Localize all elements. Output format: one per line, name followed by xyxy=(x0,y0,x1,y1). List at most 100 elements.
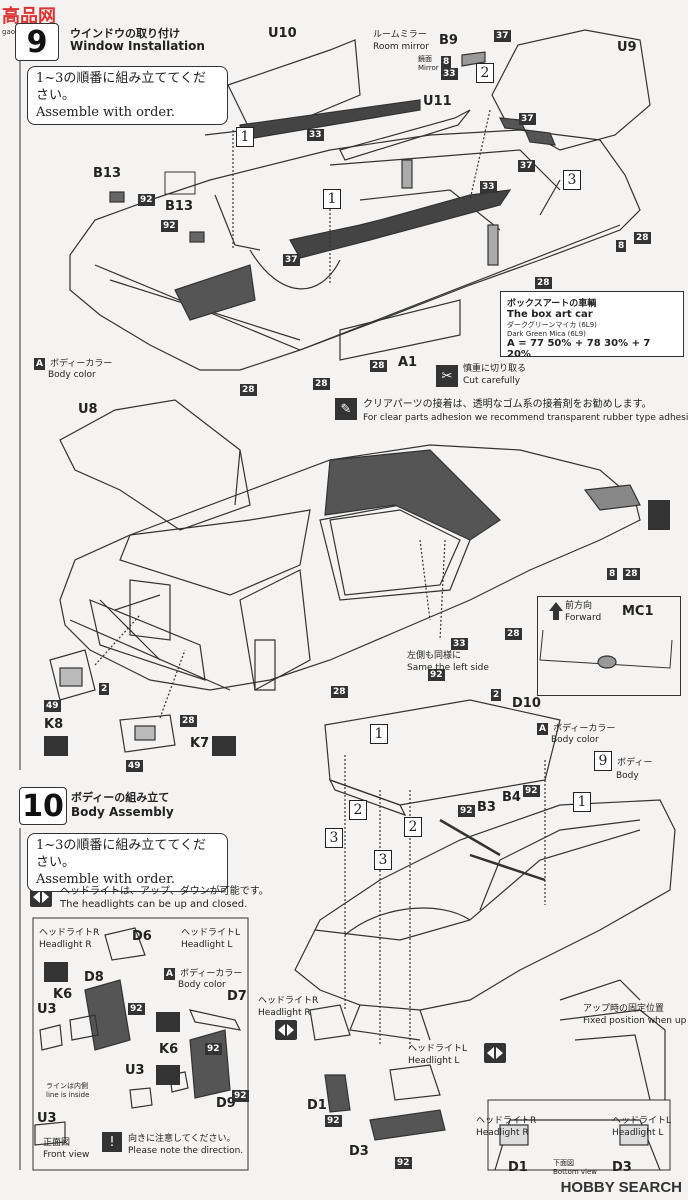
order-step10-3a: 3 xyxy=(325,828,343,848)
part-k8: K8 xyxy=(44,717,64,732)
fixed-pos-en: Fixed position when up xyxy=(583,1016,687,1026)
part-b4: B4 xyxy=(502,790,521,805)
tag: 33 xyxy=(307,129,324,141)
step9-trim xyxy=(239,99,421,141)
part-u3-b: U3 xyxy=(125,1063,145,1078)
tag: 92 xyxy=(458,805,475,817)
part-b3: B3 xyxy=(477,800,496,815)
line-inside-en: line is inside xyxy=(46,1091,90,1099)
tag: 28 xyxy=(634,232,651,244)
part-k6-b: K6 xyxy=(159,1042,179,1057)
tag: 92 xyxy=(161,220,178,232)
part-k7: K7 xyxy=(190,736,210,751)
headlight-l-jp-3: ヘッドライトL xyxy=(612,1116,672,1126)
tag: 8 xyxy=(607,568,618,580)
part-d9: D9 xyxy=(216,1096,236,1111)
tag: 49 xyxy=(126,760,143,772)
tag: 28 xyxy=(370,360,387,372)
watermark-logo-bottom: HOBBY SEARCH xyxy=(560,1179,682,1196)
mirror-face-en: Mirror xyxy=(418,64,439,72)
body-color-note-9: A ボディーカラー Body color xyxy=(34,358,113,380)
caution-icon: ! xyxy=(102,1132,122,1152)
step9-body-outline xyxy=(69,129,641,371)
headlight-r-jp-1: ヘッドライトR xyxy=(39,928,100,938)
headlight-r-en-1: Headlight R xyxy=(39,940,92,950)
tag: 28 xyxy=(180,715,197,727)
order-step10-2b: 2 xyxy=(404,817,422,837)
part-u10: U10 xyxy=(268,26,297,41)
part-k6-a: K6 xyxy=(53,987,73,1002)
cut-note-en: Cut carefully xyxy=(463,376,521,386)
order-step10-1a: 1 xyxy=(370,724,388,744)
order-step-2: 2 xyxy=(476,63,494,83)
order-step-1b: 1 xyxy=(323,189,341,209)
part-u3-a: U3 xyxy=(37,1002,57,1017)
order-step10-1b: 1 xyxy=(573,792,591,812)
box-art-panel: ボックスアートの車輌 The box art car ダークグリーンマイカ (6… xyxy=(500,291,684,360)
step10-body xyxy=(294,799,676,1011)
part-d1-b: D1 xyxy=(508,1160,528,1175)
headlight-note-en: The headlights can be up and closed. xyxy=(60,899,248,910)
front-view-en: Front view xyxy=(43,1150,90,1160)
tag: 92 xyxy=(128,1003,145,1015)
headlight-r-en-3: Headlight R xyxy=(476,1128,529,1138)
tag: 8 xyxy=(616,240,627,252)
tag: 28 xyxy=(505,628,522,640)
direction-note-en: Please note the direction. xyxy=(128,1146,244,1156)
headlight-r-jp-2: ヘッドライトR xyxy=(258,996,319,1006)
same-left-en: Same the left side xyxy=(407,663,489,673)
tag: 33 xyxy=(451,638,468,650)
step9-front-body xyxy=(59,444,641,691)
tag: 37 xyxy=(518,160,535,172)
order-step10-3b: 3 xyxy=(374,850,392,870)
step9-order-note: 1~3の順番に組み立ててください。 Assemble with order. xyxy=(27,66,228,125)
tag: 28 xyxy=(535,277,552,289)
tag: 2 xyxy=(491,689,502,701)
part-d3-a: D3 xyxy=(349,1144,369,1159)
tag: 92 xyxy=(205,1043,222,1055)
part-u9: U9 xyxy=(617,40,637,55)
forward-detail-box xyxy=(537,596,681,696)
tag: 92 xyxy=(232,1090,249,1102)
u8-glass xyxy=(59,399,251,531)
headlight-r-en-2: Headlight R xyxy=(258,1008,311,1018)
bottom-view-jp: 下面図 xyxy=(553,1159,574,1167)
part-d1-a: D1 xyxy=(307,1098,327,1113)
fixed-pos-jp: アップ時の固定位置 xyxy=(583,1004,665,1014)
part-b9: B9 xyxy=(439,33,458,48)
part-u3-c: U3 xyxy=(37,1111,57,1126)
k8-unit xyxy=(49,649,96,701)
step10-title-jp: ボディーの組み立て xyxy=(71,791,170,804)
tag: 92 xyxy=(523,785,540,797)
step9-title-en: Window Installation xyxy=(70,39,205,53)
body-color-note-10a: A ボディーカラー Body color xyxy=(537,723,616,745)
tag: 37 xyxy=(494,30,511,42)
part-u8: U8 xyxy=(78,402,98,417)
step9-title-jp: ウインドウの取り付け xyxy=(70,27,180,40)
cut-note-jp: 慎重に切り取る xyxy=(463,364,527,374)
part-d7: D7 xyxy=(227,989,247,1004)
tag: 92 xyxy=(325,1115,342,1127)
forward-jp: 前方向 xyxy=(565,601,593,611)
cut-icon: ✂ xyxy=(436,365,458,387)
tag: 28 xyxy=(240,384,257,396)
order-step-1a: 1 xyxy=(236,127,254,147)
direction-note-jp: 向きに注意してください。 xyxy=(128,1134,236,1144)
part-a1: A1 xyxy=(398,355,418,370)
forward-en: Forward xyxy=(565,613,602,623)
part-d10: D10 xyxy=(512,696,541,711)
step9-number: 9 xyxy=(15,23,59,61)
part-mc1: MC1 xyxy=(622,604,654,619)
tag: 8 xyxy=(441,56,452,68)
clear-parts-en: For clear parts adhesion we recommend tr… xyxy=(363,413,688,423)
part-b13-a: B13 xyxy=(93,166,121,181)
step10-title-en: Body Assembly xyxy=(71,805,174,819)
headlight-l-jp-2: ヘッドライトL xyxy=(408,1044,468,1054)
headlight-l-en-1: Headlight L xyxy=(181,940,233,950)
headlight-l-en-3: Headlight L xyxy=(612,1128,664,1138)
tag: 28 xyxy=(313,378,330,390)
part-u11: U11 xyxy=(423,94,452,109)
tag: 37 xyxy=(519,113,536,125)
part-b13-b: B13 xyxy=(165,199,193,214)
